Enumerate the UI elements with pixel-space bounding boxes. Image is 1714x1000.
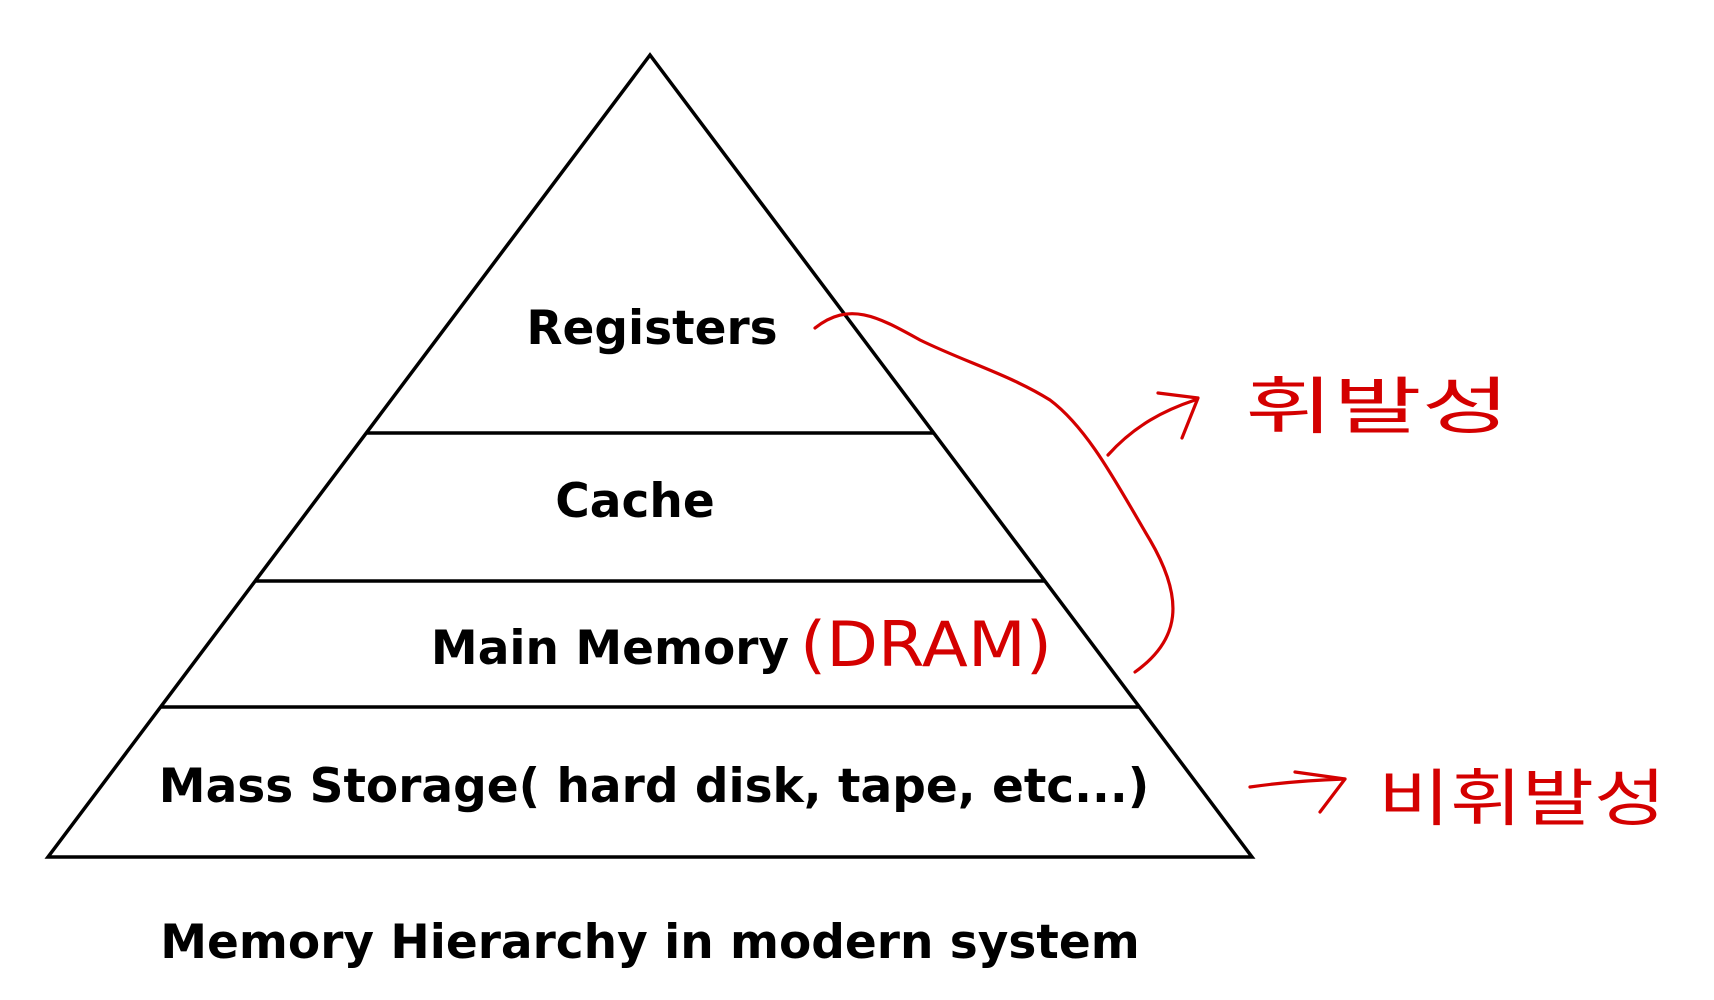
pyramid-outline <box>44 52 1256 859</box>
layer-label-cache: Cache <box>555 474 714 529</box>
nonvolatile-arrow <box>1248 777 1347 789</box>
volatile-arrow <box>1106 398 1197 457</box>
layer-label-main-memory: Main Memory <box>431 621 789 676</box>
dram-note: (DRAM) <box>800 608 1052 681</box>
volatile-brace <box>813 312 1175 674</box>
handwritten-annotations: (DRAM) 휘발성 비휘발성 <box>800 312 1666 835</box>
layer-label-mass-storage: Mass Storage( hard disk, tape, etc...) <box>159 759 1149 814</box>
nonvolatile-arrow-head-icon <box>1293 770 1347 814</box>
volatile-label: 휘발성 <box>1245 370 1510 443</box>
layer-label-registers: Registers <box>526 301 777 356</box>
diagram-caption: Memory Hierarchy in modern system <box>160 915 1139 970</box>
nonvolatile-label: 비휘발성 <box>1378 762 1666 835</box>
volatile-arrow-head-icon <box>1156 391 1200 440</box>
